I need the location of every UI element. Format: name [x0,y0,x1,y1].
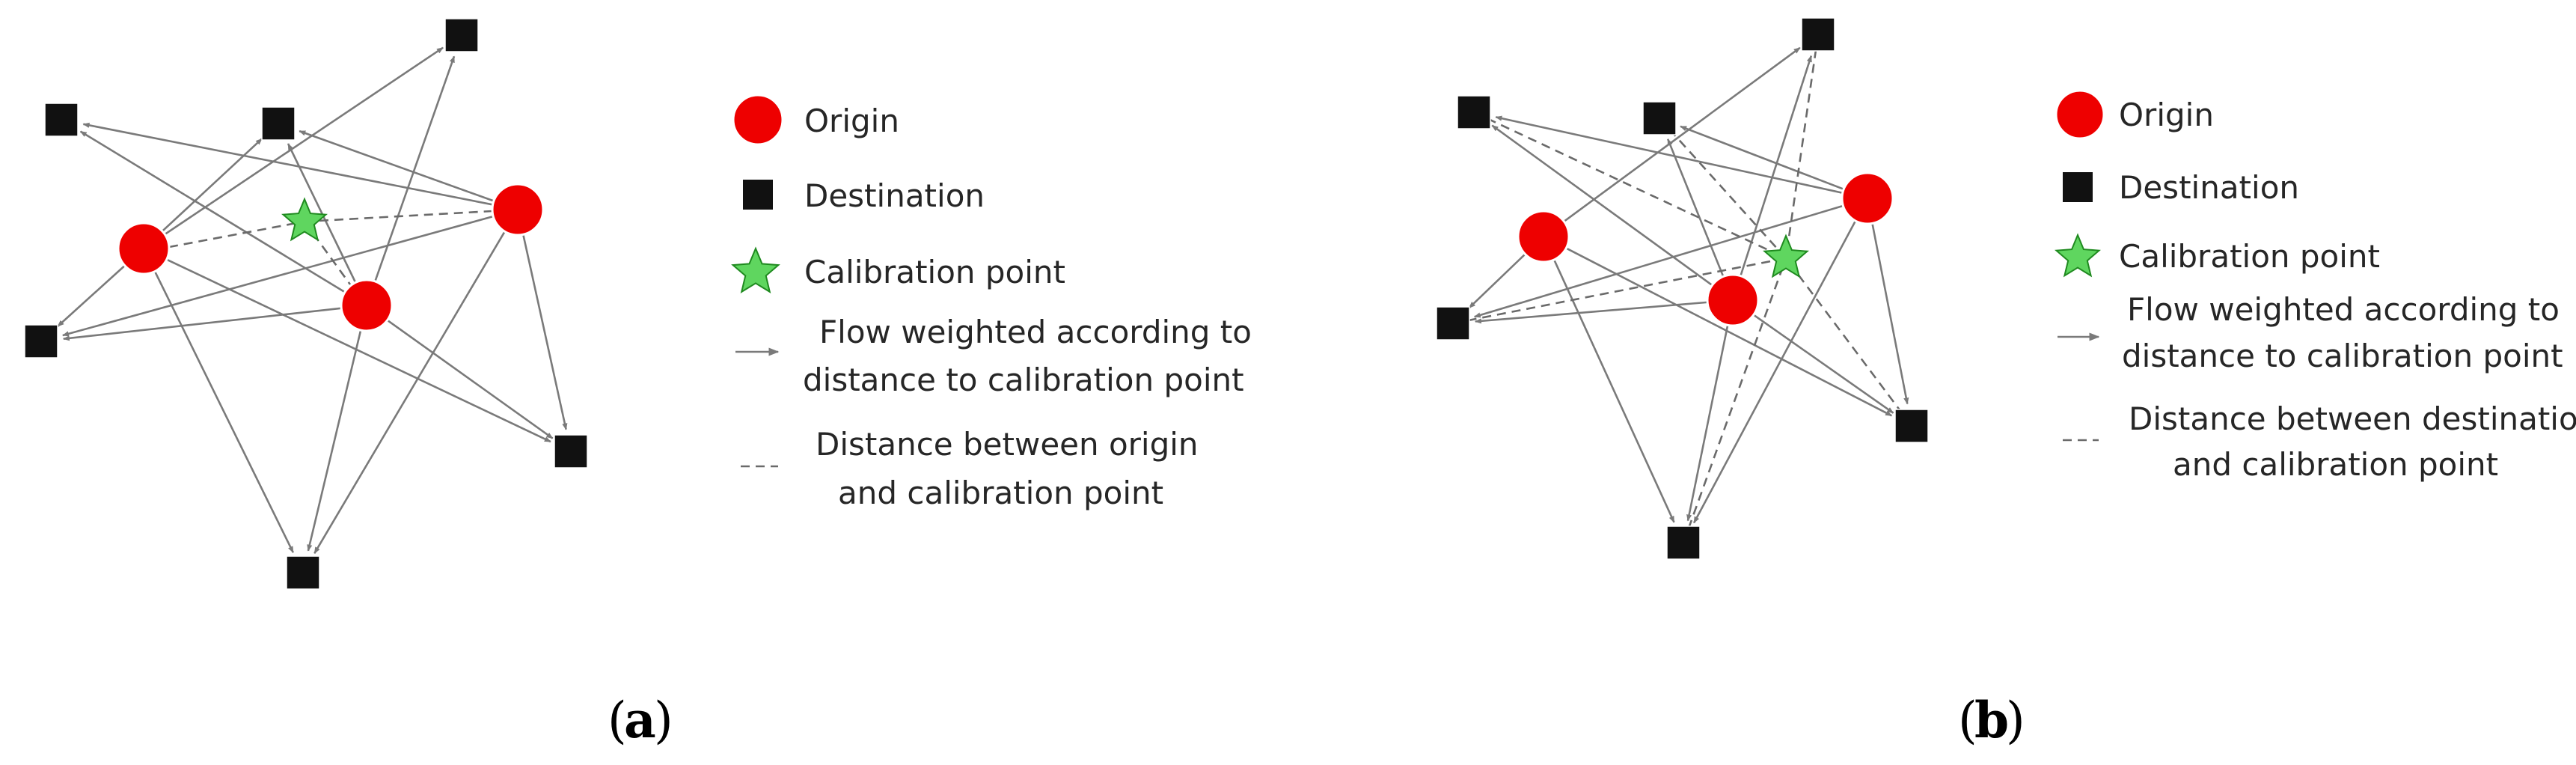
legend-destination-marker [743,180,773,210]
flow-edge [1686,322,1730,522]
flow-edge [1495,115,1846,195]
legend-destination-marker [2063,172,2093,202]
panel-a: Origin Destination Calibration point Flo… [24,18,1252,749]
panel-b-nodes [1436,17,1929,560]
flow-edge [57,263,128,327]
flow-edge [299,129,498,204]
legend-origin-marker [2055,89,2105,140]
flow-edge [1468,251,1529,309]
flow-edge [1561,46,1801,225]
legend-distance-label-line2: and calibration point [2173,446,2498,483]
panel-b-flow-edges [1468,46,1909,524]
destination-node [1642,101,1677,135]
flow-edge [1680,125,1847,192]
calibration-point-star-icon [1763,234,1809,278]
flow-edge [1666,138,1726,280]
distance-edge [1784,257,1913,427]
flow-edge [1473,204,1847,318]
destination-node [44,103,79,137]
panel-b-legend: Origin Destination Calibration point Flo… [2055,89,2576,483]
flow-edge [373,55,456,285]
flow-edge [384,317,554,439]
flow-edge [1692,217,1858,524]
panel-a-caption-close: ) [654,692,673,749]
flow-edge [1491,124,1716,288]
panel-b-caption-close: ) [2006,692,2025,749]
flow-edge [1563,246,1893,417]
legend-calibration-star-icon [2055,233,2101,278]
legend-calibration-label: Calibration point [804,254,1065,290]
origin-node [340,278,394,332]
destination-node [24,324,58,359]
calibration-point-star-icon [281,197,328,242]
flow-edge [62,214,497,337]
flow-edge [521,231,568,430]
origin-node [117,222,171,275]
panel-a-flow-edges [57,46,568,554]
origin-node [1517,210,1570,263]
flow-edge [313,228,507,554]
origin-node [491,183,545,237]
legend-destination-label: Destination [804,177,985,214]
panel-b: Origin Destination Calibration point Flo… [1436,17,2576,749]
distance-edge [1473,111,1787,260]
panel-a-caption-open: ( [608,692,627,749]
distance-edge [1659,118,1787,259]
panel-b-caption-open: ( [1958,692,1977,749]
distance-edge [1452,257,1787,325]
flow-edge [1552,256,1675,523]
panel-b-distance-edges [1452,34,1913,543]
panel-a-nodes [24,18,588,590]
destination-node [1666,525,1701,560]
destination-node [1894,409,1929,443]
legend-calibration-star-icon [731,246,780,294]
origin-node [1706,273,1760,327]
legend-distance-label-line2: and calibration point [838,475,1163,511]
legend-origin-marker [732,94,784,146]
flow-edge [153,268,294,553]
destination-node [1436,306,1470,341]
legend-distance-label-line1: Distance between origin [816,426,1199,463]
distance-edge [304,210,493,223]
flow-edge [162,46,444,237]
destination-node [286,555,320,590]
panel-b-caption-letter: b [1974,691,2009,749]
legend-origin-label: Origin [804,103,899,139]
flow-edge [62,307,345,341]
legend-flow-label-line1: Flow weighted according to [2127,291,2560,328]
legend-flow-label-line2: distance to calibration point [2122,338,2563,374]
panel-a-caption-letter: a [624,691,656,749]
destination-node [1801,17,1835,52]
legend-origin-label: Origin [2119,97,2214,133]
legend-destination-label: Destination [2119,169,2299,206]
flow-edge [1475,301,1711,324]
panel-a-distance-edges [168,210,493,285]
panel-a-legend: Origin Destination Calibration point Flo… [731,94,1252,511]
origin-node [1841,171,1894,225]
distance-edge [1784,34,1820,259]
flow-edge [307,326,363,552]
flow-edge [79,130,349,295]
flow-edge [1750,312,1894,414]
flow-edge [159,138,263,234]
flow-edge [1870,220,1909,405]
destination-node [261,106,296,141]
legend-flow-label-line2: distance to calibration point [803,362,1244,398]
destination-node [554,434,588,469]
legend-calibration-label: Calibration point [2119,238,2380,275]
destination-node [1457,95,1491,129]
destination-node [444,18,479,52]
distance-edge [168,220,305,249]
legend-distance-label-line1: Distance between destination [2129,400,2576,437]
distance-edge [303,221,352,285]
distance-edge [1682,257,1787,543]
legend-flow-label-line1: Flow weighted according to [819,314,1252,350]
flow-edge [82,122,496,207]
